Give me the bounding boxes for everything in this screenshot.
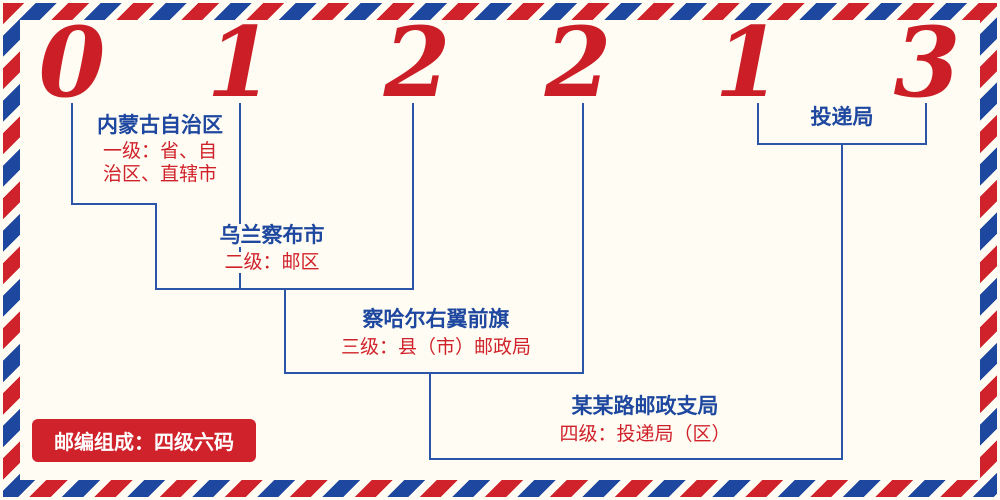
delivery-office-label: 投递局 (807, 105, 877, 130)
level3-name: 察哈尔右翼前旗 (359, 307, 513, 332)
postal-digit-3: 2 (383, 6, 451, 119)
connector-level3-to-level4 (429, 372, 431, 460)
connector-level3-base (284, 372, 584, 374)
connector-digit5-drop (757, 103, 759, 145)
level1-name: 内蒙古自治区 (94, 113, 226, 138)
postal-digit-2: 1 (206, 6, 274, 119)
connector-level1-to-level2 (155, 203, 157, 290)
connector-delivery-base (757, 143, 927, 145)
level4-name: 某某路邮政支局 (568, 394, 722, 419)
connector-level1-base (71, 203, 157, 205)
level3-desc: 三级：县（市）邮政局 (337, 337, 535, 358)
connector-digit3-drop (412, 103, 414, 290)
postal-digit-6: 3 (893, 6, 961, 119)
connector-level2-to-level3 (284, 288, 286, 374)
postal-digit-4: 2 (544, 6, 612, 119)
canvas (20, 20, 980, 480)
level2-desc: 二级：邮区 (221, 252, 323, 273)
connector-digit1-drop (71, 103, 73, 203)
connector-digit6-drop (925, 103, 927, 145)
level1-desc-line2: 治区、直辖市 (99, 164, 221, 185)
postal-digit-1: 0 (38, 6, 106, 119)
postal-code-composition-badge: 邮编组成：四级六码 (32, 419, 256, 462)
level1-desc-line1: 一级：省、自 (99, 141, 221, 162)
connector-level4-base (429, 458, 843, 460)
connector-delivery-to-level4 (841, 143, 843, 458)
postal-digit-5: 1 (714, 6, 782, 119)
level4-desc: 四级：投递局（区） (556, 424, 734, 445)
level2-name: 乌兰察布市 (216, 223, 328, 248)
connector-digit4-drop (582, 103, 584, 374)
connector-digit2-drop (239, 103, 241, 290)
